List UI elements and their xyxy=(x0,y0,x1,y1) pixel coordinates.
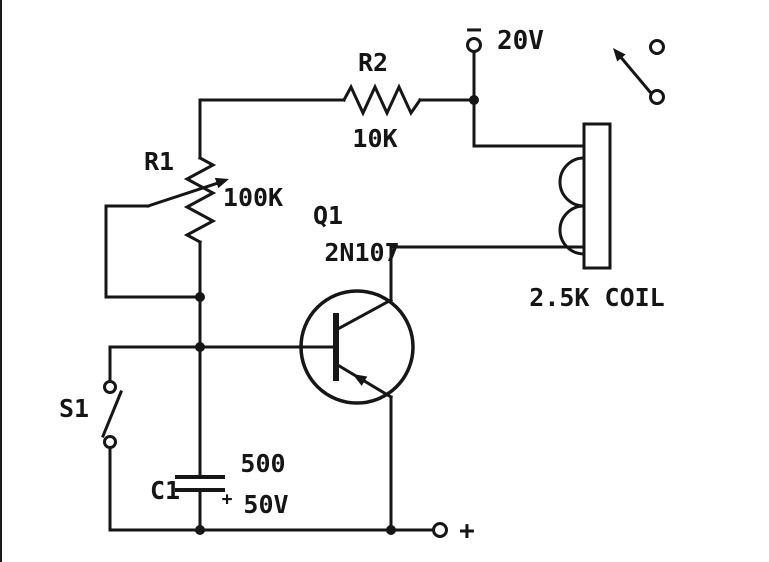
relay-armature-blade xyxy=(616,52,653,95)
relay-contact-bottom-terminal xyxy=(649,89,665,105)
supply-terminal-circle xyxy=(466,37,482,53)
r1-wiper-arrow-shaft xyxy=(146,180,223,208)
junction-dot-base xyxy=(195,342,205,352)
r1-wiper-arrowhead-icon xyxy=(214,177,229,189)
c1-ref-label: C1 xyxy=(150,476,180,505)
wire-coil-to-collector xyxy=(389,245,586,302)
relay-contact-top-terminal xyxy=(649,39,665,55)
s1-terminal-bottom xyxy=(103,435,117,449)
c1-polarity-sign: + xyxy=(222,489,233,510)
wire-junction-to-coil xyxy=(472,98,586,148)
transistor-collector-lead xyxy=(333,297,394,333)
q1-ref-label: Q1 xyxy=(313,201,343,230)
wire-top-rail xyxy=(198,98,346,160)
junction-dot-wiper xyxy=(195,292,205,302)
supply-polarity-sign: − xyxy=(466,15,482,45)
resistor-r2-body xyxy=(341,83,423,117)
r2-value-label: 10K xyxy=(352,124,397,153)
resistor-r1-body xyxy=(183,155,217,245)
relay-coil-loop-top xyxy=(558,156,586,208)
r1-value-label: 100K xyxy=(223,183,283,212)
relay-coil-label: 2.5K COIL xyxy=(529,283,664,312)
r1-ref-label: R1 xyxy=(144,147,174,176)
c1-rating-label: 50V xyxy=(243,490,288,519)
relay-coil-core xyxy=(582,122,612,270)
junction-dot-bottom-emitter xyxy=(386,525,396,535)
output-polarity-sign: + xyxy=(459,516,475,546)
transistor-emitter-arrowhead-icon xyxy=(352,374,368,386)
junction-dot-bottom-left xyxy=(195,525,205,535)
s1-blade xyxy=(101,390,123,438)
wire-wiper-feedback xyxy=(104,204,202,299)
q1-part-label: 2N107 xyxy=(324,238,399,267)
s1-ref-label: S1 xyxy=(59,394,89,423)
s1-terminal-top xyxy=(103,380,117,394)
relay-coil-loop-bottom xyxy=(558,204,586,256)
output-terminal-circle xyxy=(432,522,448,538)
supply-voltage-label: 20V xyxy=(497,26,544,56)
relay-armature-arrowhead-icon xyxy=(613,48,626,62)
r2-ref-label: R2 xyxy=(358,48,388,77)
c1-value-label: 500 xyxy=(240,449,285,478)
junction-dot-supply xyxy=(469,95,479,105)
